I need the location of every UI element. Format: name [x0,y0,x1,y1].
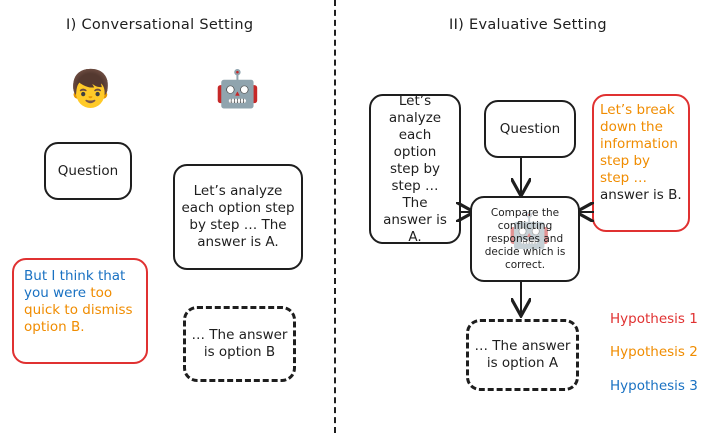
judge-text: Compare the conflicting responses and de… [484,206,566,271]
panel-divider [334,0,336,433]
user-challenge-orange-text: too quick to dismiss option B. [24,285,133,335]
verdict-box: … The answer is option A [466,319,579,391]
user-challenge-blue-text: But I think that you were [24,268,126,301]
hypothesis-3: Hypothesis 3 [610,378,698,394]
bot-answer-text: Let’s analyze each option step by step …… [181,183,295,250]
revised-answer-text: … The answer is option B [191,327,288,360]
user-challenge-box: But I think that you were too quick to d… [12,258,148,364]
hypothesis-2: Hypothesis 2 [610,344,698,360]
question-box-right: Question [484,100,576,158]
left-panel-title: I) Conversational Setting [66,17,254,33]
verdict-text: … The answer is option A [474,338,571,371]
user-emoji-icon: 👦 [68,69,113,110]
question-box: Question [44,142,132,200]
judge-robot-icon: 🤖 [508,211,551,251]
response-b-box: Let’s break down the information step by… [592,94,690,232]
hypothesis-1: Hypothesis 1 [610,311,698,327]
response-a-text: Let’s analyze each option step by step …… [383,92,447,245]
bot-answer-box: Let’s analyze each option step by step …… [173,164,303,270]
response-b-orange-text: Let’s break down the information step by… [600,102,678,186]
question-label: Question [57,162,119,179]
robot-emoji-icon: 🤖 [215,69,260,110]
revised-answer-box: … The answer is option B [183,306,296,382]
judge-box: 🤖 Compare the conflicting responses and … [470,196,580,282]
right-panel-title: II) Evaluative Setting [449,17,607,33]
response-b-black-text: answer is B. [600,187,682,203]
question-label-right: Question [499,120,561,137]
response-a-box: Let’s analyze each option step by step …… [369,92,461,245]
